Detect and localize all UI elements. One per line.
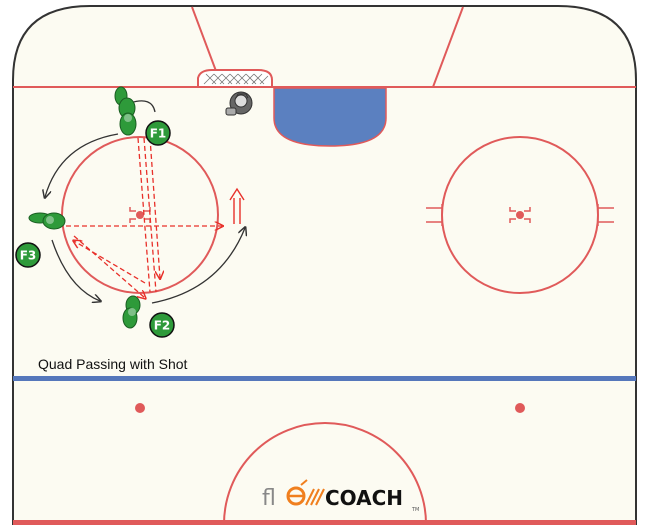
- player-f3-label: F3: [20, 249, 37, 263]
- goal-net: [198, 70, 272, 87]
- neutral-zone-dot-left: [135, 403, 145, 413]
- logo-prefix: fl: [262, 486, 276, 511]
- player-f2-label: F2: [154, 319, 171, 333]
- blue-line: [13, 376, 636, 381]
- neutral-zone-dot-right: [515, 403, 525, 413]
- drill-title: Quad Passing with Shot: [38, 356, 187, 372]
- logo-tm: TM: [411, 507, 419, 513]
- center-line: [13, 520, 636, 525]
- logo-suffix: COACH: [325, 486, 403, 510]
- player-f1-label: F1: [150, 127, 167, 141]
- goal-crease: [274, 88, 386, 146]
